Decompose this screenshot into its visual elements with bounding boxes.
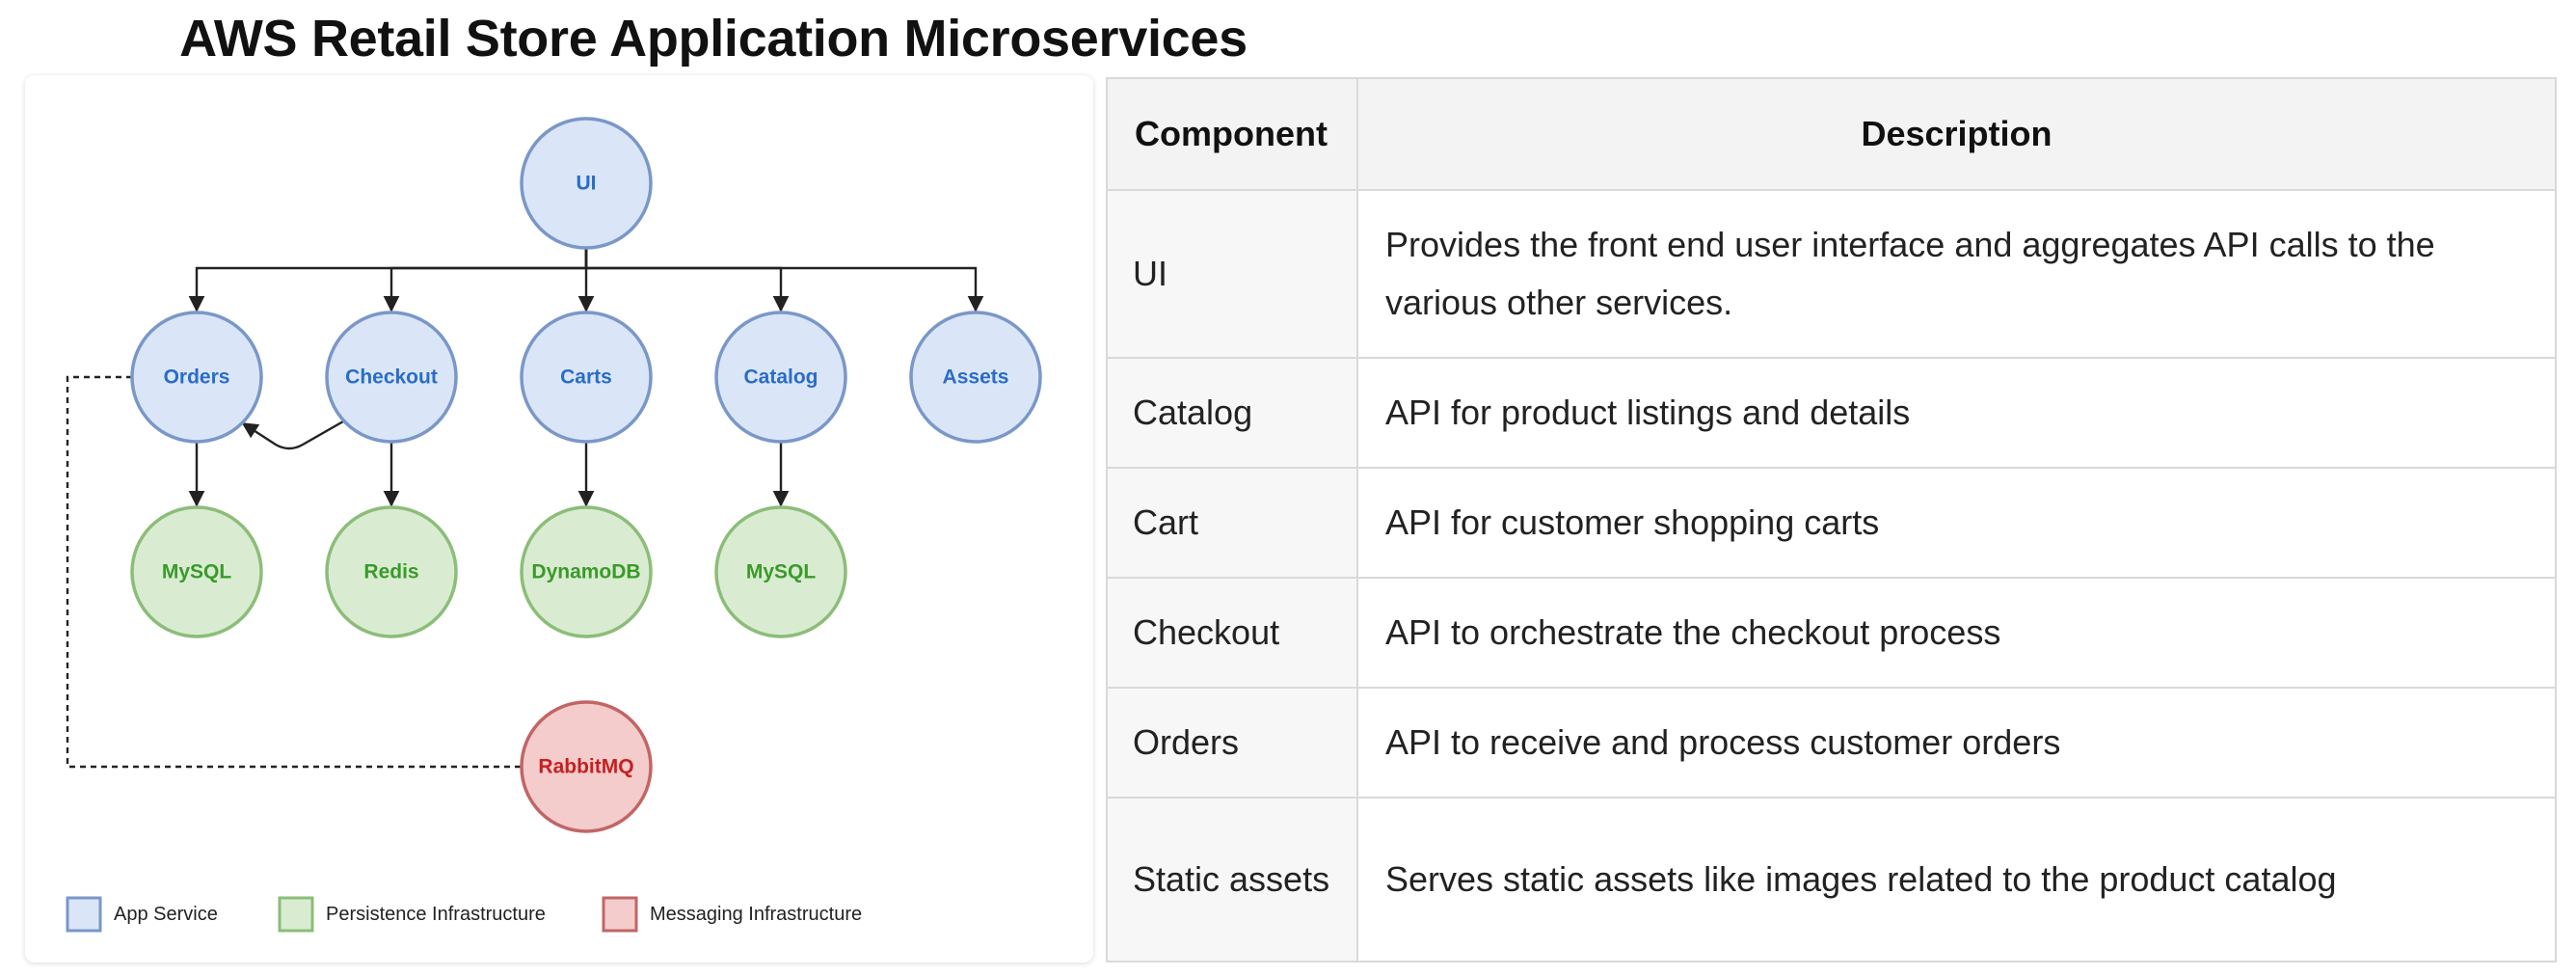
table-row: UI Provides the front end user interface…	[1106, 189, 2557, 359]
node-circle	[325, 311, 458, 444]
node-circle	[130, 311, 263, 444]
legend-item-messaging: Messaging Infrastructure	[602, 896, 862, 933]
node-circle	[714, 505, 847, 638]
node-circle	[520, 505, 653, 638]
node-mysql-orders: MySQL	[130, 505, 263, 638]
node-orders: Orders	[130, 311, 263, 444]
component-name: UI	[1106, 189, 1358, 359]
node-label: DynamoDB	[531, 561, 640, 583]
node-mysql-catalog: MySQL	[714, 505, 847, 638]
node-label: Catalog	[743, 366, 818, 389]
node-label: MySQL	[162, 561, 232, 583]
legend-swatch	[66, 896, 102, 933]
node-label: UI	[577, 173, 597, 195]
table-row: Catalog API for product listings and det…	[1106, 357, 2557, 469]
node-label: Orders	[164, 366, 230, 389]
node-circle	[520, 311, 653, 444]
component-description: API for product listings and details	[1356, 357, 2557, 469]
node-ui: UI	[520, 117, 653, 250]
node-redis: Redis	[325, 505, 458, 638]
edge-ui-to-checkout	[383, 248, 588, 312]
table-row: Cart API for customer shopping carts	[1106, 467, 2557, 579]
legend: App Service Persistence Infrastructure Mes…	[66, 896, 862, 933]
component-description: Serves static assets like images related…	[1356, 797, 2557, 962]
component-description: API to receive and process customer orde…	[1356, 687, 2557, 799]
component-name: Orders	[1106, 687, 1358, 799]
component-name: Cart	[1106, 467, 1358, 579]
node-circle	[520, 700, 653, 833]
node-label: Carts	[560, 366, 612, 389]
legend-item-app: App Service	[66, 896, 218, 933]
table-row: Static assets Serves static assets like …	[1106, 797, 2557, 962]
node-circle	[130, 505, 263, 638]
node-circle	[520, 117, 653, 250]
edge-ui-to-assets	[584, 248, 984, 312]
node-label: Assets	[943, 366, 1009, 389]
legend-label: Messaging Infrastructure	[650, 904, 862, 925]
edge-orders-to-rabbitmq	[66, 375, 522, 769]
node-circle	[909, 311, 1042, 444]
table-header-row: Component Description	[1106, 77, 2557, 191]
legend-label: App Service	[114, 904, 218, 925]
node-circle	[325, 505, 458, 638]
node-label: MySQL	[746, 561, 817, 583]
node-circle	[714, 311, 847, 444]
table-row: Orders API to receive and process custom…	[1106, 687, 2557, 799]
node-carts: Carts	[520, 311, 653, 444]
component-description: Provides the front end user interface an…	[1356, 189, 2557, 359]
column-header-component: Component	[1106, 77, 1358, 191]
edges-layer	[66, 248, 984, 769]
node-checkout: Checkout	[325, 311, 458, 444]
components-table-container: Component Description UI Provides the fr…	[1106, 77, 2557, 962]
edge-checkout-to-orders	[241, 420, 344, 450]
edge-ui-to-catalog	[584, 248, 790, 312]
node-label: RabbitMQ	[538, 756, 633, 778]
legend-swatch	[278, 896, 314, 933]
page-title: AWS Retail Store Application Microservic…	[179, 10, 1248, 68]
legend-label: Persistence Infrastructure	[326, 904, 546, 925]
node-catalog: Catalog	[714, 311, 847, 444]
column-header-description: Description	[1356, 77, 2557, 191]
component-name: Catalog	[1106, 357, 1358, 469]
component-description: API for customer shopping carts	[1356, 467, 2557, 579]
component-description: API to orchestrate the checkout process	[1356, 577, 2557, 689]
component-name: Static assets	[1106, 797, 1358, 962]
node-dynamodb: DynamoDB	[520, 505, 653, 638]
node-label: Redis	[363, 561, 418, 583]
table-row: Checkout API to orchestrate the checkout…	[1106, 577, 2557, 689]
legend-item-persistence: Persistence Infrastructure	[278, 896, 546, 933]
legend-swatch	[602, 896, 638, 933]
component-name: Checkout	[1106, 577, 1358, 689]
components-table: Component Description UI Provides the fr…	[1106, 77, 2557, 962]
node-assets: Assets	[909, 311, 1042, 444]
node-rabbitmq: RabbitMQ	[520, 700, 653, 833]
node-label: Checkout	[345, 366, 438, 389]
